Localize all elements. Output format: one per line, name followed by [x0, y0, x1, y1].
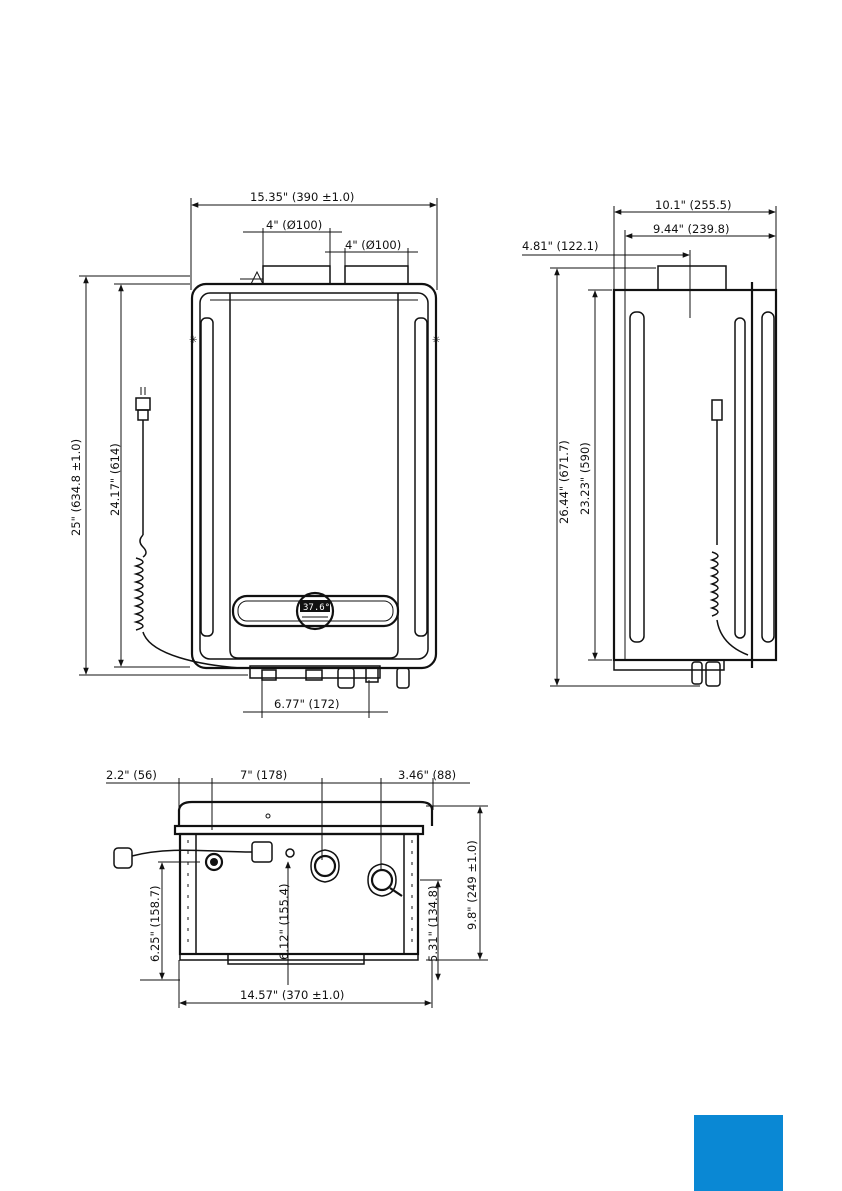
- bottom-left-offset-label: 2.2" (56): [106, 768, 157, 782]
- bottom-height-mid-label: 6.12" (155.4): [277, 884, 291, 960]
- front-bottom-span-label: 6.77" (172): [274, 697, 339, 711]
- bottom-height-right-label: 5.31" (134.8): [426, 886, 440, 962]
- side-overall-depth-label: 10.1" (255.5): [655, 198, 731, 212]
- blue-corner-tab: [694, 1115, 783, 1191]
- svg-text:✳: ✳: [432, 335, 440, 346]
- bottom-height-left-label: 6.25" (158.7): [148, 886, 162, 962]
- side-view: 10.1" (255.5) 9.44" (239.8) 4.81" (122.1…: [522, 198, 776, 686]
- svg-text:✳: ✳: [189, 335, 197, 346]
- side-body-depth-label: 9.44" (239.8): [653, 222, 729, 236]
- bottom-center-span-label: 7" (178): [240, 768, 287, 782]
- front-view: 15.35" (390 ±1.0) 4" (Ø100) 4" (Ø100) ✳ …: [69, 190, 440, 718]
- bottom-view: 2.2" (56) 7" (178) 3.46" (88) 6.25" (158…: [106, 768, 488, 1008]
- display-readout: 37.6°: [303, 603, 330, 613]
- front-body-height-label: 24.17" (614): [108, 443, 122, 516]
- vent-2-label: 4" (Ø100): [345, 238, 401, 252]
- front-overall-height-label: 25" (634.8 ±1.0): [69, 439, 83, 536]
- side-vent-offset-label: 4.81" (122.1): [522, 239, 598, 253]
- bottom-right-offset-label: 3.46" (88): [398, 768, 456, 782]
- side-overall-height-label: 26.44" (671.7): [557, 440, 571, 524]
- bottom-depth-label: 9.8" (249 ±1.0): [465, 840, 479, 930]
- bottom-width-label: 14.57" (370 ±1.0): [240, 988, 344, 1002]
- side-body-height-label: 23.23" (590): [578, 442, 592, 515]
- vent-1-label: 4" (Ø100): [266, 218, 322, 232]
- front-overall-width-label: 15.35" (390 ±1.0): [250, 190, 354, 204]
